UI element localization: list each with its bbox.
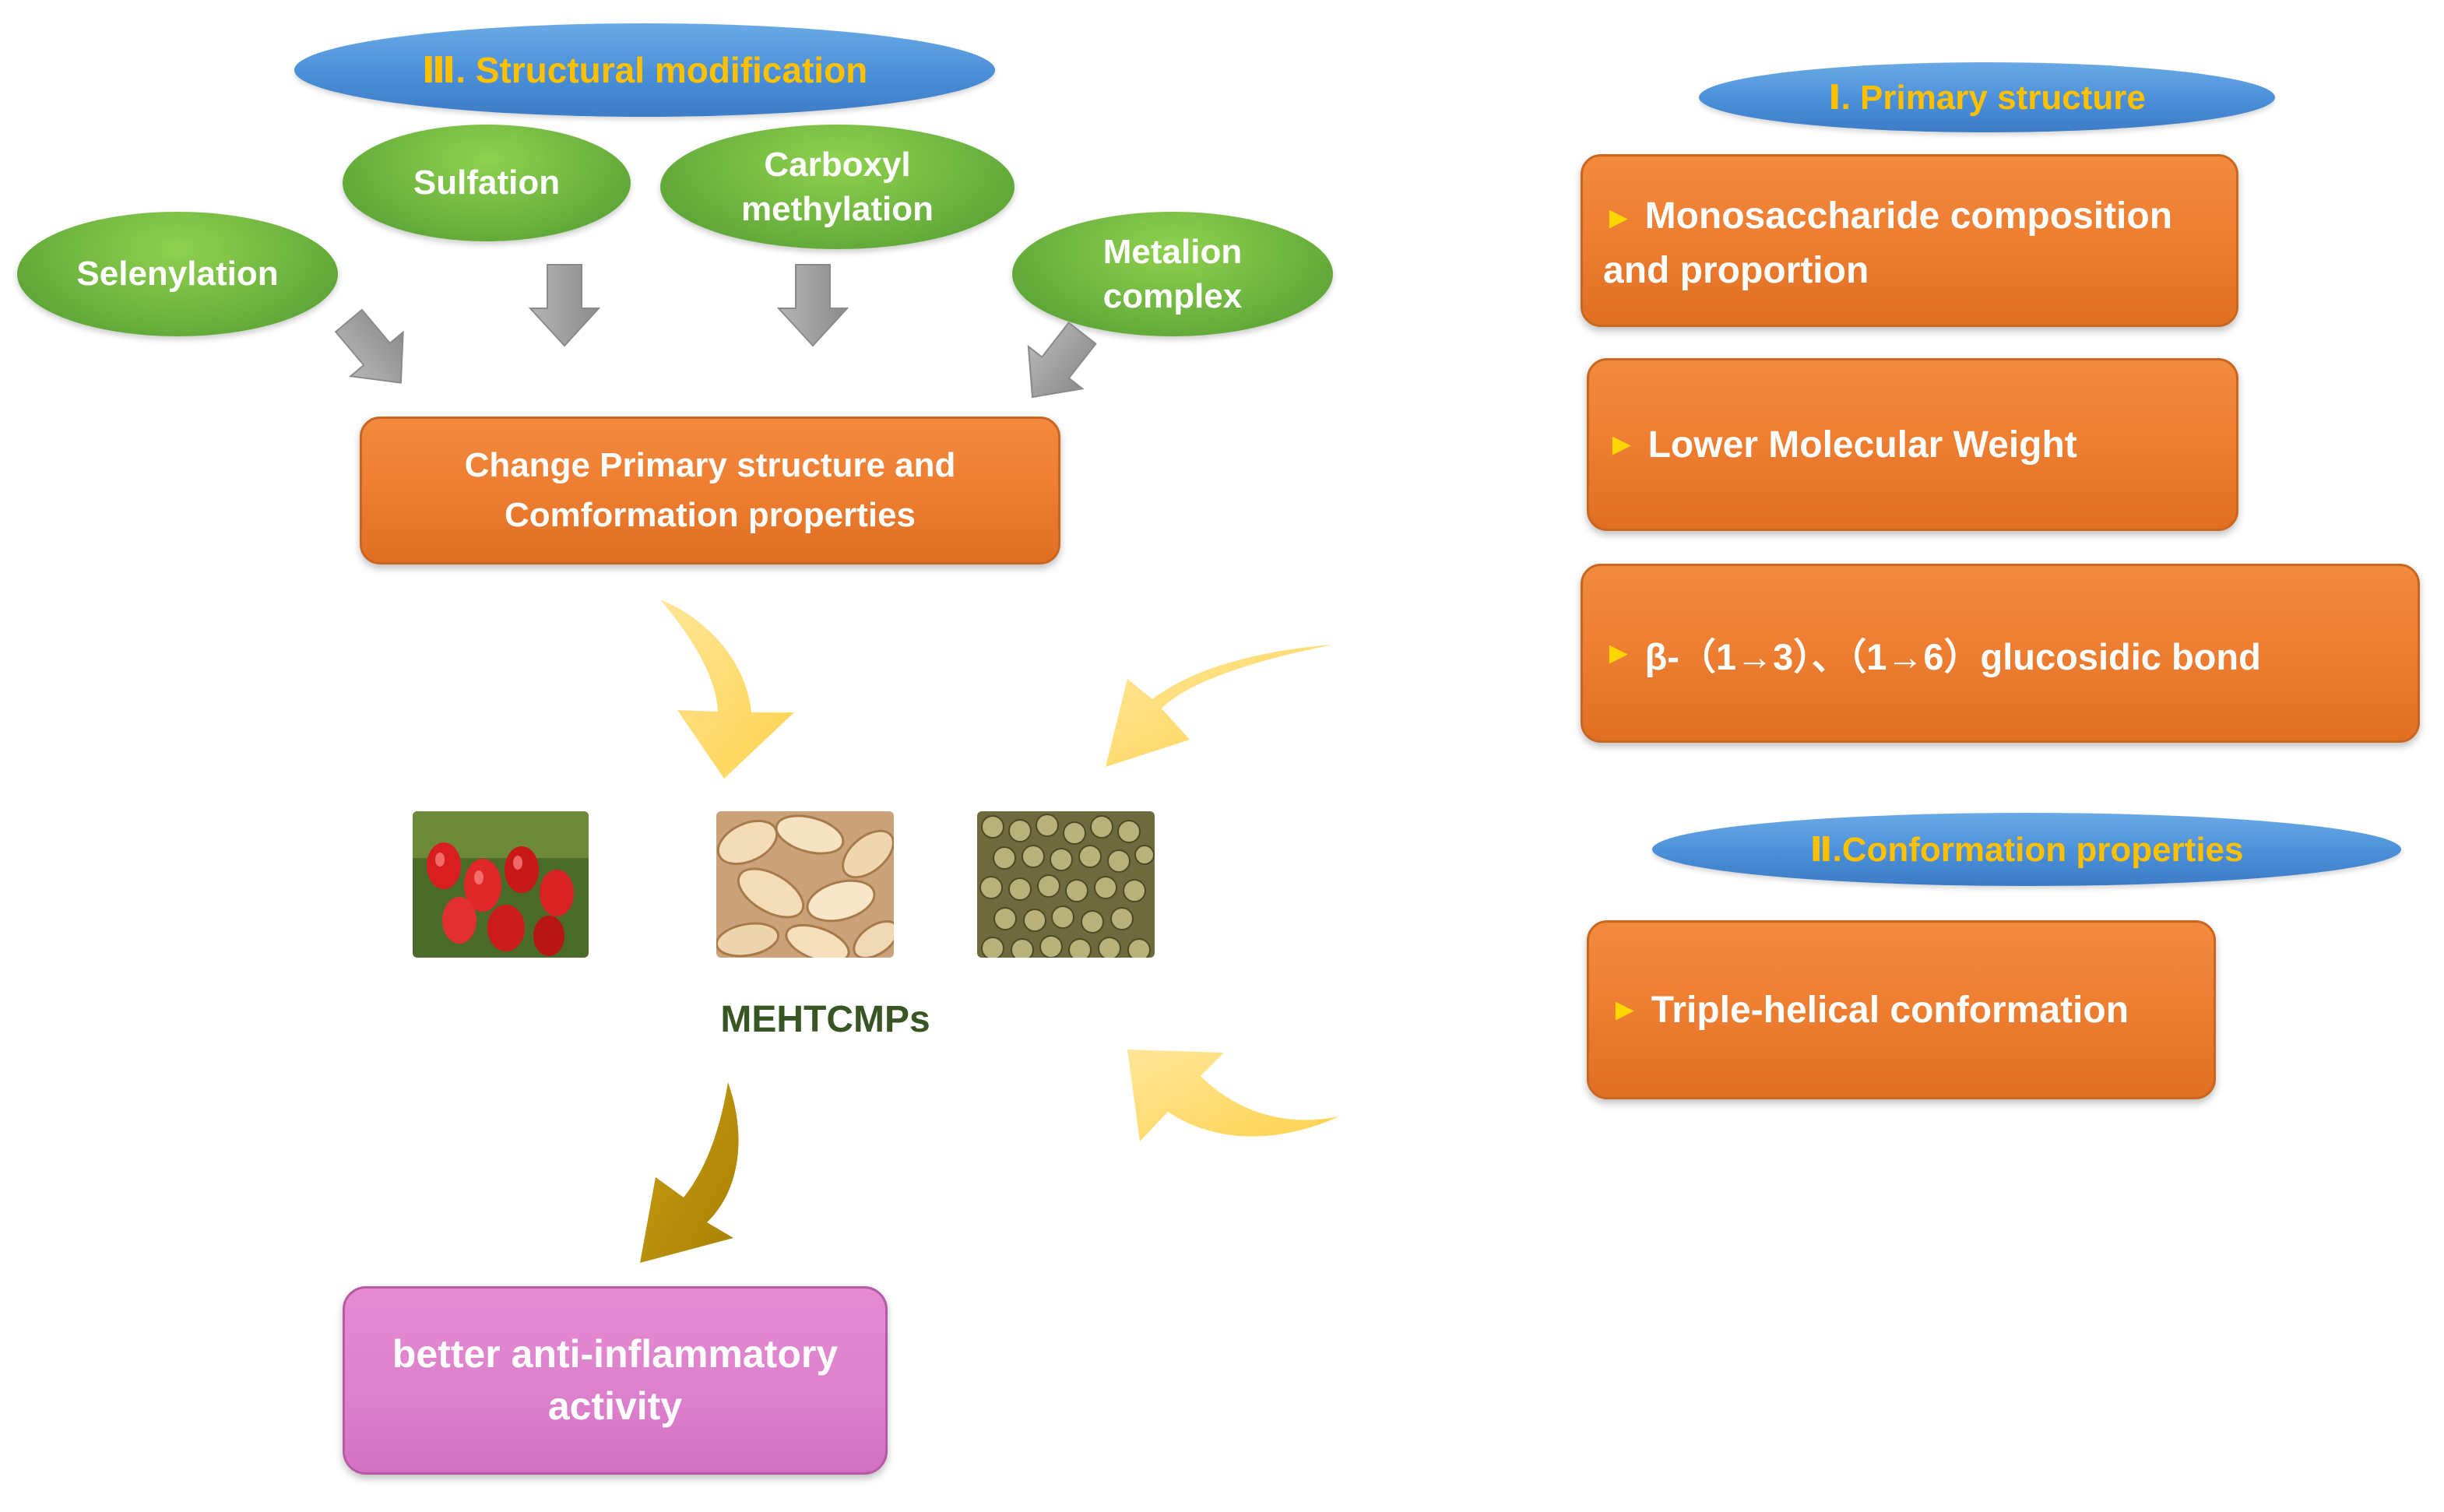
triangle-bullet-icon: ► (1609, 992, 1640, 1027)
node-metalion-line2: complex (1102, 277, 1243, 315)
monosaccharide-line2: and proportion (1603, 249, 1869, 291)
primary-item-molecular-weight: ► Lower Molecular Weight (1587, 358, 2238, 531)
outcome-line2: activity (547, 1384, 683, 1428)
gray-down-arrow-metalion (1004, 311, 1110, 420)
berries-icon (413, 811, 589, 958)
change-box-line2: Comformation properties (504, 496, 916, 534)
root-slices-icon (716, 811, 894, 958)
node-sulfation: Sulfation (343, 125, 631, 241)
node-selenylation-label: Selenylation (76, 255, 279, 294)
triangle-bullet-icon: ► (1603, 201, 1634, 235)
olive-curved-arrow (640, 1082, 739, 1263)
yellow-curved-arrow-right-top (1106, 645, 1333, 767)
monosaccharide-line1: Monosaccharide composition (1644, 195, 2173, 237)
flower-buds-photo (977, 811, 1155, 958)
section-conformation-properties: Ⅱ.Conformation properties (1652, 813, 2401, 886)
change-structure-box: Change Primary structure and Comformatio… (360, 417, 1060, 564)
yellow-curved-arrow-right-bottom (1127, 1050, 1339, 1141)
node-sulfation-label: Sulfation (413, 164, 561, 202)
root-slices-photo (716, 811, 894, 958)
yellow-curved-arrow-top (660, 600, 794, 779)
primary-item-glucosidic-bond: ► β-（1→3）、（1→6）glucosidic bond (1581, 564, 2420, 743)
molecular-weight-label: Lower Molecular Weight (1648, 424, 2077, 466)
section-primary-structure-label: Ⅰ. Primary structure (1828, 78, 2146, 117)
change-box-line1: Change Primary structure and (464, 446, 956, 485)
gray-down-arrow-sulfation (529, 264, 600, 346)
primary-item-monosaccharide: ► Monosaccharide composition and proporti… (1581, 154, 2238, 327)
compound-label: MEHTCMPs (720, 999, 930, 1040)
flower-buds-icon (977, 811, 1155, 958)
berries-photo (413, 811, 589, 958)
outcome-box: better anti-inflammatory activity (343, 1286, 888, 1475)
node-carboxyl-line1: Carboxyl (764, 145, 911, 184)
conformation-item-triple-helix: ► Triple-helical conformation (1587, 920, 2216, 1099)
gray-down-arrow-carboxyl (778, 264, 848, 346)
section-structural-modification: Ⅲ. Structural modification (294, 23, 995, 117)
section-structural-modification-label: Ⅲ. Structural modification (421, 50, 868, 90)
node-carboxyl-line2: methylation (741, 190, 934, 228)
glucosidic-bond-label: β-（1→3）、（1→6）glucosidic bond (1644, 635, 2261, 677)
triangle-bullet-icon: ► (1603, 635, 1634, 670)
node-carboxyl-methylation: Carboxyl methylation (660, 125, 1015, 249)
node-metalion-complex: Metalion complex (1012, 212, 1333, 336)
node-selenylation: Selenylation (17, 212, 338, 336)
outcome-line1: better anti-inflammatory (392, 1331, 839, 1376)
triangle-bullet-icon: ► (1606, 427, 1637, 462)
triple-helix-label: Triple-helical conformation (1651, 989, 2129, 1031)
node-metalion-line1: Metalion (1102, 232, 1243, 271)
section-conformation-properties-label: Ⅱ.Conformation properties (1809, 830, 2244, 869)
section-primary-structure: Ⅰ. Primary structure (1699, 62, 2275, 132)
gray-down-arrow-selenylation (322, 297, 428, 406)
